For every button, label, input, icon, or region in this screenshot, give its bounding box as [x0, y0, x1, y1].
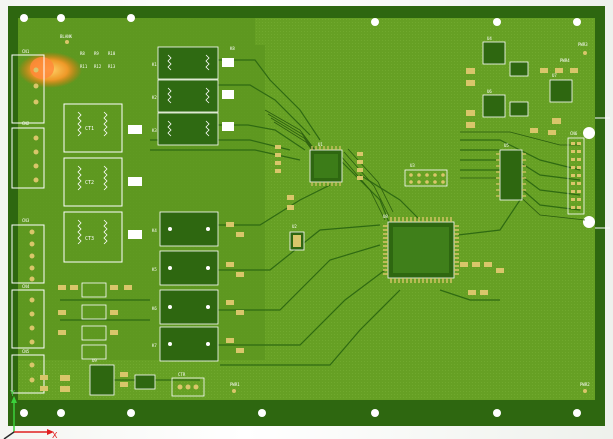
label-cn1: CN1: [22, 49, 30, 54]
connector-cn5[interactable]: [11, 354, 45, 394]
label-r12: R12: [94, 64, 102, 69]
label-ct2: CT2: [85, 180, 94, 186]
label-r10: R10: [108, 51, 116, 56]
transformer-ct2[interactable]: [63, 157, 123, 207]
left-rim: [8, 6, 18, 426]
connector-bottom[interactable]: [171, 377, 205, 397]
diode-pads: [128, 125, 142, 239]
axis-x-label: X: [52, 431, 58, 439]
label-k4: K4: [152, 228, 157, 233]
connector-cn6[interactable]: [567, 137, 585, 215]
relay-group-bottom[interactable]: [159, 211, 219, 362]
label-k2: K2: [152, 95, 157, 100]
power-section[interactable]: [466, 41, 578, 135]
label-u5: U5: [504, 143, 509, 148]
label-k3: K3: [152, 128, 157, 133]
label-u2: U2: [292, 224, 297, 229]
connector-cn2[interactable]: [11, 127, 45, 189]
right-rim: [595, 6, 605, 426]
smd-components: [58, 145, 504, 392]
label-r13: R13: [108, 64, 116, 69]
connector-cn1[interactable]: [11, 54, 45, 124]
label-ct1: CT1: [85, 126, 94, 132]
hotspot-core: [30, 57, 54, 79]
top-rim: [8, 6, 605, 18]
label-pwr2: PWR2: [580, 382, 590, 387]
axis-gizmo: Y X: [3, 389, 58, 439]
label-cn3: CN3: [22, 218, 30, 223]
mounting-holes: [20, 14, 595, 417]
label-cn4: CN4: [22, 284, 30, 289]
label-ctr: CTR: [178, 372, 186, 377]
label-u1: U1: [318, 142, 323, 147]
label-u3: U3: [410, 163, 415, 168]
pin-header-center[interactable]: [404, 169, 448, 187]
label-blank: BLANK: [60, 34, 73, 39]
label-k7: K7: [152, 343, 157, 348]
label-u4: U4: [487, 36, 492, 41]
axis-y-label: Y: [9, 389, 15, 398]
test-points: [65, 40, 587, 393]
label-cn5: CN5: [22, 349, 30, 354]
label-pwr3: PWR3: [578, 42, 588, 47]
label-u6: U6: [487, 89, 492, 94]
label-k1: K1: [152, 62, 157, 67]
label-pwr4: PWR4: [560, 58, 570, 63]
ic-main-u8[interactable]: [383, 217, 459, 283]
label-k5: K5: [152, 267, 157, 272]
connector-cn4[interactable]: [11, 289, 45, 349]
connector-cn3[interactable]: [11, 224, 45, 284]
relay-group-top[interactable]: [157, 46, 234, 146]
label-k8: K8: [230, 46, 235, 51]
label-pwr1: PWR1: [230, 382, 240, 387]
label-r8: R8: [80, 51, 85, 56]
label-cn2: CN2: [22, 121, 30, 126]
ic-u5[interactable]: [496, 149, 526, 201]
optocouplers[interactable]: [81, 282, 107, 360]
transformer-ct1[interactable]: [63, 103, 123, 153]
bottom-rim: [8, 400, 605, 426]
capacitor-c-large[interactable]: [289, 231, 305, 251]
label-r9: R9: [94, 51, 99, 56]
copper-traces: [60, 59, 581, 381]
label-k6: K6: [152, 306, 157, 311]
label-cn6: CN6: [570, 131, 578, 136]
ic-u1[interactable]: [309, 146, 343, 186]
ic-bottom-left[interactable]: [40, 364, 156, 396]
transformer-ct3[interactable]: [63, 211, 123, 263]
label-u9: U9: [92, 358, 97, 363]
label-r11: R11: [80, 64, 88, 69]
label-u7: U7: [552, 73, 557, 78]
label-ct3: CT3: [85, 236, 94, 242]
label-u8-main: U8: [383, 214, 388, 219]
